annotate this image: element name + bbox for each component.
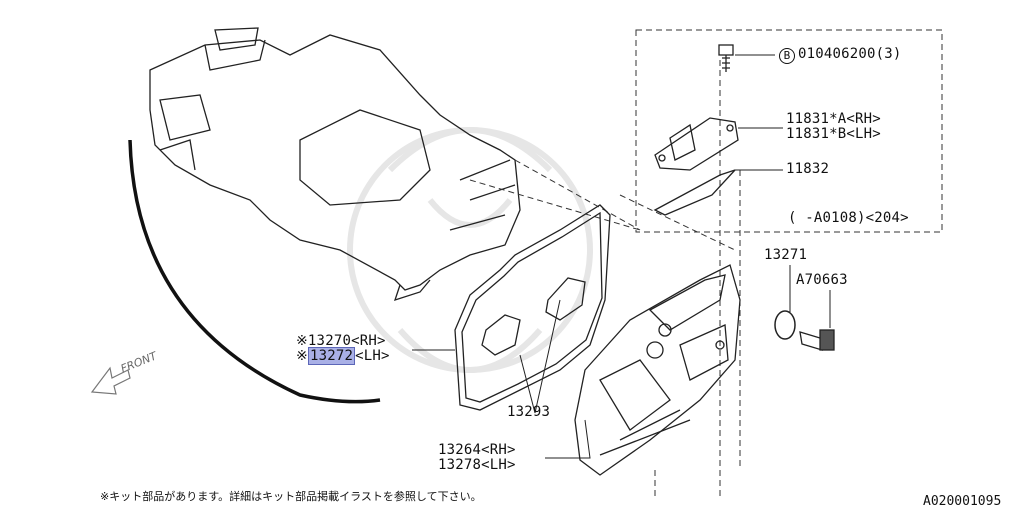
- cover-bolt-label[interactable]: A70663: [796, 272, 848, 288]
- valve-cover: [574, 264, 741, 476]
- footnote: ※キット部品があります。詳細はキット部品掲載イラストを参照して下さい。: [100, 490, 482, 503]
- washer-part: [774, 310, 796, 340]
- b-circle-icon: B: [779, 48, 795, 64]
- gasket-lh-label[interactable]: ※13272<LH>: [296, 347, 390, 365]
- washer-label[interactable]: 13271: [764, 247, 808, 263]
- leader-lines: [412, 54, 831, 459]
- front-arrow-icon: [90, 366, 131, 395]
- gasket-lh-highlight[interactable]: 13272: [307, 347, 356, 365]
- gasket-rh-label[interactable]: ※13270<RH>: [296, 333, 386, 349]
- cover-rh-label[interactable]: 13264<RH>: [438, 442, 516, 458]
- bracket-b-label[interactable]: 11831*B<LH>: [786, 126, 881, 142]
- bolt-top-icon: [718, 44, 734, 72]
- bracket-group-box: [635, 29, 943, 233]
- engine-block: [149, 27, 521, 302]
- bracket-a-label[interactable]: 11831*A<RH>: [786, 111, 881, 127]
- plate-label[interactable]: 11832: [786, 161, 830, 177]
- bracket-part: [654, 117, 739, 171]
- projection-lines: [469, 60, 741, 500]
- cover-gasket: [454, 204, 611, 411]
- cover-bolt-part: [799, 329, 835, 351]
- plug-seal-label[interactable]: 13293: [507, 404, 551, 420]
- front-arc: [128, 139, 381, 404]
- watermark-logo: [347, 127, 593, 373]
- plate-part: [653, 169, 736, 216]
- cover-lh-label[interactable]: 13278<LH>: [438, 457, 516, 473]
- date-range-label: ( -A0108)<204>: [788, 210, 909, 226]
- diagram-reference: A020001095: [923, 494, 1002, 509]
